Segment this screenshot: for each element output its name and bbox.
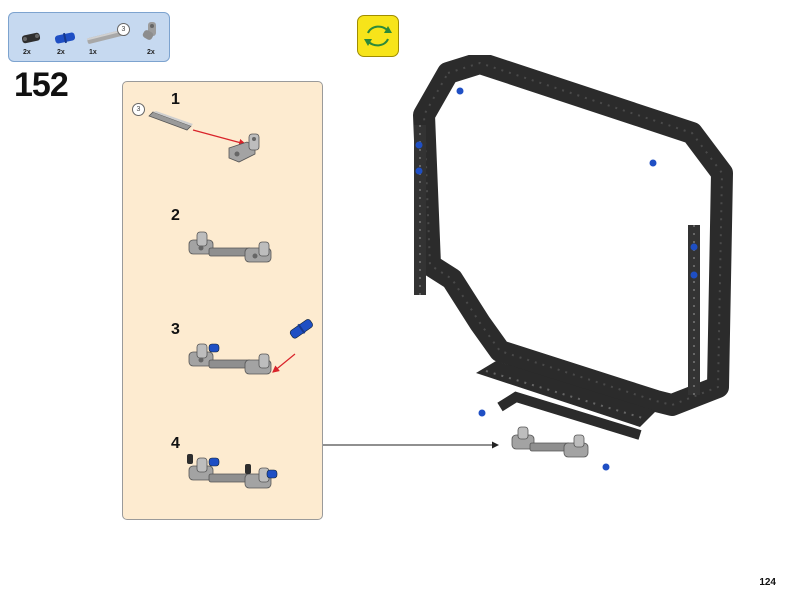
- grey-axle-icon: [86, 29, 123, 44]
- rotate-model-icon: [364, 25, 392, 47]
- black-beam-frame: [413, 55, 733, 440]
- parts-list: 2x 2x 3 1x 2x: [8, 12, 170, 62]
- blue-pin-part: [289, 319, 313, 339]
- rotate-badge: [357, 15, 399, 57]
- substep-3-illustration: [188, 343, 272, 375]
- grey-angle-connector-icon: [142, 22, 156, 40]
- part-qty: 2x: [147, 49, 155, 56]
- substep-illustrations: [148, 111, 313, 489]
- part-qty: 1x: [89, 49, 97, 56]
- attached-subassembly: [511, 426, 589, 458]
- axle-length-badge: 3: [117, 23, 130, 36]
- part-qty: 2x: [23, 49, 31, 56]
- substep-number: 3: [171, 321, 180, 338]
- step-number: 152: [14, 66, 69, 104]
- substep-1-illustration: [148, 111, 260, 163]
- axle-length-badge: 3: [132, 103, 145, 116]
- part-qty: 2x: [57, 49, 65, 56]
- blue-pins: [415, 87, 698, 471]
- substep-number: 1: [171, 91, 180, 108]
- model-illustration: [323, 55, 733, 471]
- page-number: 124: [759, 577, 776, 588]
- substep-number: 2: [171, 207, 180, 224]
- substep-panel: 1 3 2 3 4: [122, 81, 323, 520]
- substep-2-illustration: [188, 231, 272, 263]
- substep-4-illustration: [187, 454, 278, 489]
- blue-axle-pin-icon: [54, 32, 76, 44]
- substep-number: 4: [171, 435, 180, 452]
- black-pin-connector-icon: [21, 32, 41, 44]
